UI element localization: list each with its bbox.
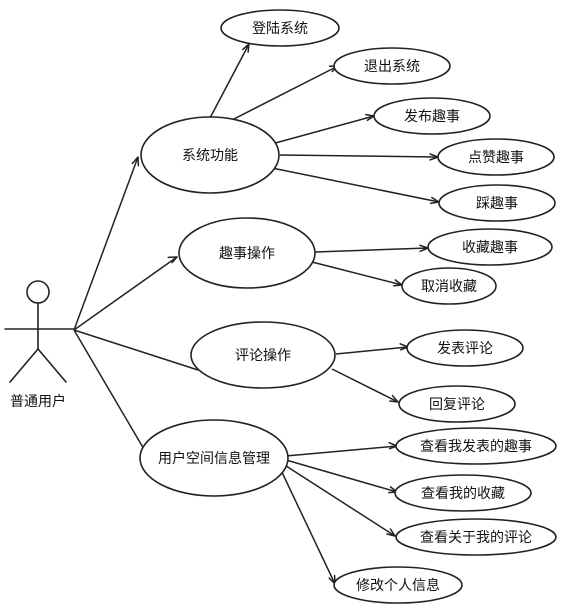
arrowhead-reply-comment xyxy=(389,394,399,403)
actor-left-leg xyxy=(9,348,39,383)
group-user-space-ellipse xyxy=(139,419,289,497)
usecase-view-comments-on-me[interactable]: 查看关于我的评论 xyxy=(395,518,557,556)
group-fun-ops[interactable]: 趣事操作 xyxy=(178,217,316,289)
arrowhead-view-comments xyxy=(386,528,396,537)
group-system-ellipse xyxy=(140,116,280,194)
edge-dislike xyxy=(271,167,440,203)
group-fun-ops-ellipse xyxy=(178,217,316,289)
usecase-publish-fun-label: 发布趣事 xyxy=(404,109,460,125)
edge-like xyxy=(279,154,439,158)
usecase-cancel-collect-label: 取消收藏 xyxy=(421,279,477,295)
edge-actor-fun-ops xyxy=(73,256,178,331)
usecase-view-comments-on-me-ellipse xyxy=(395,518,557,556)
edge-actor-comment-ops xyxy=(73,329,199,371)
group-system-label: 系统功能 xyxy=(182,148,238,164)
usecase-post-comment-ellipse xyxy=(406,329,524,367)
usecase-like-fun-label: 点赞趣事 xyxy=(468,150,524,166)
actor-right-leg xyxy=(37,348,67,383)
group-user-space[interactable]: 用户空间信息管理 xyxy=(139,419,289,497)
usecase-view-my-collections[interactable]: 查看我的收藏 xyxy=(394,474,532,512)
usecase-post-comment[interactable]: 发表评论 xyxy=(406,329,524,367)
usecase-reply-comment[interactable]: 回复评论 xyxy=(398,385,516,423)
usecase-reply-comment-label: 回复评论 xyxy=(429,396,485,413)
edge-login xyxy=(209,43,250,119)
actor-label: 普通用户 xyxy=(10,393,66,410)
usecase-cancel-collect-ellipse xyxy=(401,267,497,305)
usecase-reply-comment-ellipse xyxy=(398,385,516,423)
group-user-space-label: 用户空间信息管理 xyxy=(158,450,270,467)
usecase-publish-fun[interactable]: 发布趣事 xyxy=(373,97,491,135)
usecase-collect-fun-ellipse xyxy=(427,228,553,266)
arrowhead-system xyxy=(131,156,140,167)
usecase-view-my-collections-label: 查看我的收藏 xyxy=(421,486,505,502)
usecase-collect-fun-label: 收藏趣事 xyxy=(462,240,518,256)
usecase-login-label: 登陆系统 xyxy=(252,21,308,37)
group-comment-ops-label: 评论操作 xyxy=(235,348,291,364)
edge-cancel-collect xyxy=(311,261,403,286)
usecase-like-fun-ellipse xyxy=(437,138,555,176)
usecase-logout-ellipse xyxy=(333,47,451,85)
edge-actor-system xyxy=(73,156,139,331)
usecase-like-fun[interactable]: 点赞趣事 xyxy=(437,138,555,176)
usecase-logout-label: 退出系统 xyxy=(364,59,420,75)
usecase-collect-fun[interactable]: 收藏趣事 xyxy=(427,228,553,266)
actor-edges xyxy=(73,156,199,457)
edge-edit-profile xyxy=(278,465,336,585)
edge-reply-comment xyxy=(331,368,399,403)
usecase-edit-profile-label: 修改个人信息 xyxy=(356,577,440,594)
usecase-view-my-posts-label: 查看我发表的趣事 xyxy=(420,439,532,455)
edge-collect xyxy=(314,247,429,253)
edge-logout xyxy=(227,65,339,123)
usecase-dislike-fun[interactable]: 踩趣事 xyxy=(438,184,556,222)
edge-view-comments xyxy=(282,463,396,537)
arrowhead-fun-ops xyxy=(167,256,178,264)
usecase-logout[interactable]: 退出系统 xyxy=(333,47,451,85)
usecase-view-my-collections-ellipse xyxy=(394,474,532,512)
usecase-view-my-posts-ellipse xyxy=(395,427,557,465)
edge-view-collections xyxy=(285,459,398,493)
usecase-edit-profile[interactable]: 修改个人信息 xyxy=(333,566,463,604)
edge-actor-user-space xyxy=(73,329,149,457)
usecase-view-my-posts[interactable]: 查看我发表的趣事 xyxy=(395,427,557,465)
usecase-publish-fun-ellipse xyxy=(373,97,491,135)
usecase-edit-profile-ellipse xyxy=(333,566,463,604)
group-comment-ops-ellipse xyxy=(190,321,336,389)
edge-publish xyxy=(267,115,375,146)
usecase-dislike-fun-label: 踩趣事 xyxy=(476,196,518,212)
group-fun-ops-label: 趣事操作 xyxy=(219,246,275,262)
group-comment-ops[interactable]: 评论操作 xyxy=(190,321,336,389)
actor-figure xyxy=(4,280,76,383)
usecase-post-comment-label: 发表评论 xyxy=(437,341,493,357)
actor-head xyxy=(26,280,50,304)
usecase-login[interactable]: 登陆系统 xyxy=(220,9,340,47)
group-system[interactable]: 系统功能 xyxy=(140,116,280,194)
usecase-dislike-fun-ellipse xyxy=(438,184,556,222)
usecase-view-comments-on-me-label: 查看关于我的评论 xyxy=(420,530,532,546)
edge-view-posts xyxy=(285,445,398,457)
edge-post-comment xyxy=(335,346,409,355)
usecase-login-ellipse xyxy=(220,9,340,47)
usecase-cancel-collect[interactable]: 取消收藏 xyxy=(401,267,497,305)
